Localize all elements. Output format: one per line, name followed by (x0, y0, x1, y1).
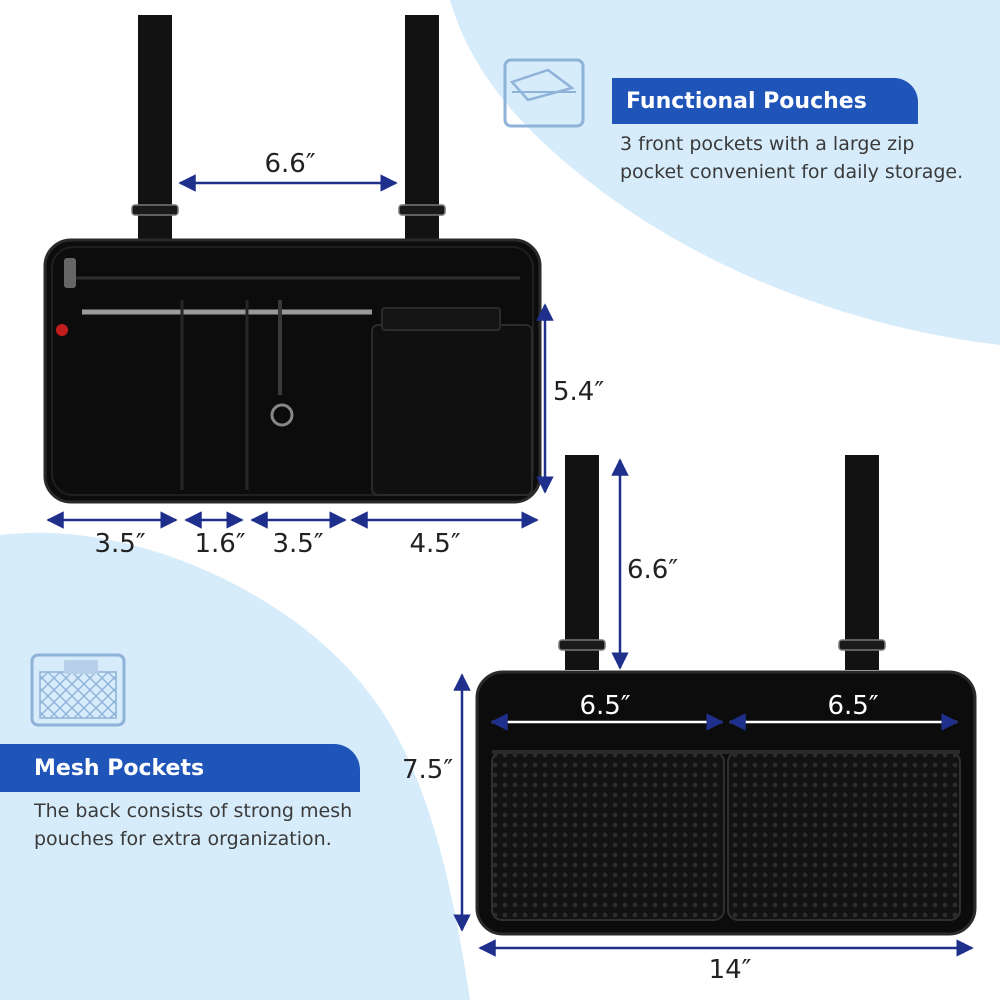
feature-description-functional-pouches: 3 front pockets with a large zip pocket … (620, 130, 990, 186)
back-strap-left (565, 455, 599, 670)
label-front-height: 5.4″ (553, 377, 604, 407)
front-view-bag (43, 15, 542, 504)
label-back-width: 14″ (709, 955, 752, 985)
back-view-bag (475, 455, 977, 936)
description-line: pouches for extra organization. (34, 828, 332, 850)
label-back-pocket-1: 6.5″ (579, 691, 630, 721)
mesh-pocket-icon (30, 653, 126, 727)
mesh-pocket-left (491, 751, 725, 921)
back-strap-right (845, 455, 879, 670)
label-pocket-4: 4.5″ (409, 529, 460, 559)
label-pocket-1: 3.5″ (94, 529, 145, 559)
label-back-pocket-2: 6.5″ (827, 691, 878, 721)
mesh-pocket-right (727, 751, 961, 921)
description-line: The back consists of strong mesh (34, 800, 353, 822)
front-large-pocket (371, 324, 533, 496)
feature-title-mesh-pockets: Mesh Pockets (0, 744, 360, 792)
label-back-strap-length: 6.6″ (627, 555, 678, 585)
label-pocket-2: 1.6″ (194, 529, 245, 559)
label-front-strap-spacing: 6.6″ (264, 149, 315, 179)
pouch-icon (503, 58, 585, 128)
feature-description-mesh-pockets: The back consists of strong mesh pouches… (34, 797, 394, 853)
label-back-height: 7.5″ (402, 755, 453, 785)
description-line: 3 front pockets with a large zip (620, 133, 915, 155)
feature-title-functional-pouches: Functional Pouches (612, 78, 918, 124)
description-line: pocket convenient for daily storage. (620, 161, 964, 183)
label-pocket-3: 3.5″ (272, 529, 323, 559)
